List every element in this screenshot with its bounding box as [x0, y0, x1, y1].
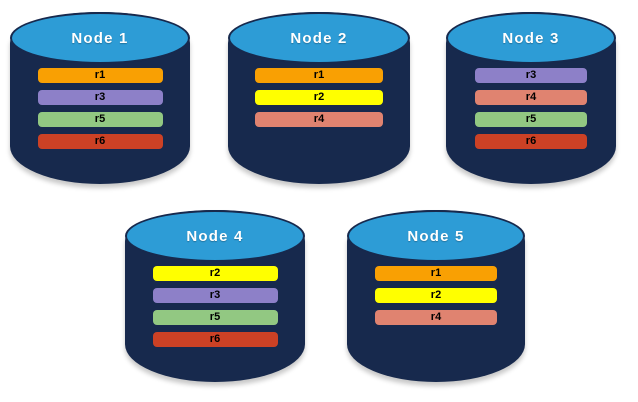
replica-stack: r3 r4 r5 r6: [446, 68, 616, 149]
replica-label: r3: [94, 91, 106, 103]
cylinder-top-disc: Node 5: [347, 210, 525, 262]
replica-bar-r2[interactable]: r2: [152, 266, 278, 281]
replica-label: r6: [525, 135, 537, 147]
replica-label: r3: [209, 289, 221, 301]
node-title: Node 4: [186, 227, 244, 245]
replica-bar-r6[interactable]: r6: [37, 134, 163, 149]
node-cylinder-2[interactable]: Node 2 r1 r2 r4: [228, 12, 410, 184]
replica-label: r5: [525, 113, 537, 125]
replica-label: r1: [430, 267, 442, 279]
replica-label: r6: [94, 135, 106, 147]
replica-label: r5: [94, 113, 106, 125]
replica-bar-r5[interactable]: r5: [475, 112, 587, 127]
node-title: Node 1: [71, 29, 129, 47]
node-title: Node 5: [407, 227, 465, 245]
replica-label: r4: [313, 113, 325, 125]
node-cylinder-1[interactable]: Node 1 r1 r3 r5 r6: [10, 12, 190, 184]
replica-bar-r3[interactable]: r3: [475, 68, 587, 83]
replica-label: r3: [525, 69, 537, 81]
cylinder-top-disc: Node 2: [228, 12, 410, 64]
replica-label: r2: [430, 289, 442, 301]
cylinder-top-disc: Node 3: [446, 12, 616, 64]
replica-stack: r2 r3 r5 r6: [125, 266, 305, 347]
replica-label: r2: [209, 267, 221, 279]
node-title: Node 2: [290, 29, 348, 47]
replica-bar-r4[interactable]: r4: [475, 90, 587, 105]
replica-label: r1: [94, 69, 106, 81]
replica-bar-r6[interactable]: r6: [475, 134, 587, 149]
replica-stack: r1 r3 r5 r6: [10, 68, 190, 149]
replica-bar-r1[interactable]: r1: [255, 68, 383, 83]
replica-bar-r1[interactable]: r1: [375, 266, 497, 281]
replica-bar-r5[interactable]: r5: [37, 112, 163, 127]
node-title: Node 3: [502, 29, 560, 47]
replica-label: r4: [525, 91, 537, 103]
cylinder-top-disc: Node 4: [125, 210, 305, 262]
replica-bar-r2[interactable]: r2: [255, 90, 383, 105]
node-cylinder-4[interactable]: Node 4 r2 r3 r5 r6: [125, 210, 305, 382]
replica-bar-r1[interactable]: r1: [37, 68, 163, 83]
cylinder-top-disc: Node 1: [10, 12, 190, 64]
replica-stack: r1 r2 r4: [347, 266, 525, 325]
replica-label: r4: [430, 311, 442, 323]
replica-label: r2: [313, 91, 325, 103]
replica-bar-r3[interactable]: r3: [152, 288, 278, 303]
replica-label: r6: [209, 333, 221, 345]
replica-stack: r1 r2 r4: [228, 68, 410, 127]
replica-label: r5: [209, 311, 221, 323]
replica-bar-r2[interactable]: r2: [375, 288, 497, 303]
replica-bar-r5[interactable]: r5: [152, 310, 278, 325]
replica-label: r1: [313, 69, 325, 81]
replica-bar-r6[interactable]: r6: [152, 332, 278, 347]
replica-bar-r4[interactable]: r4: [255, 112, 383, 127]
replica-bar-r3[interactable]: r3: [37, 90, 163, 105]
node-cylinder-3[interactable]: Node 3 r3 r4 r5 r6: [446, 12, 616, 184]
node-cylinder-5[interactable]: Node 5 r1 r2 r4: [347, 210, 525, 382]
replica-bar-r4[interactable]: r4: [375, 310, 497, 325]
